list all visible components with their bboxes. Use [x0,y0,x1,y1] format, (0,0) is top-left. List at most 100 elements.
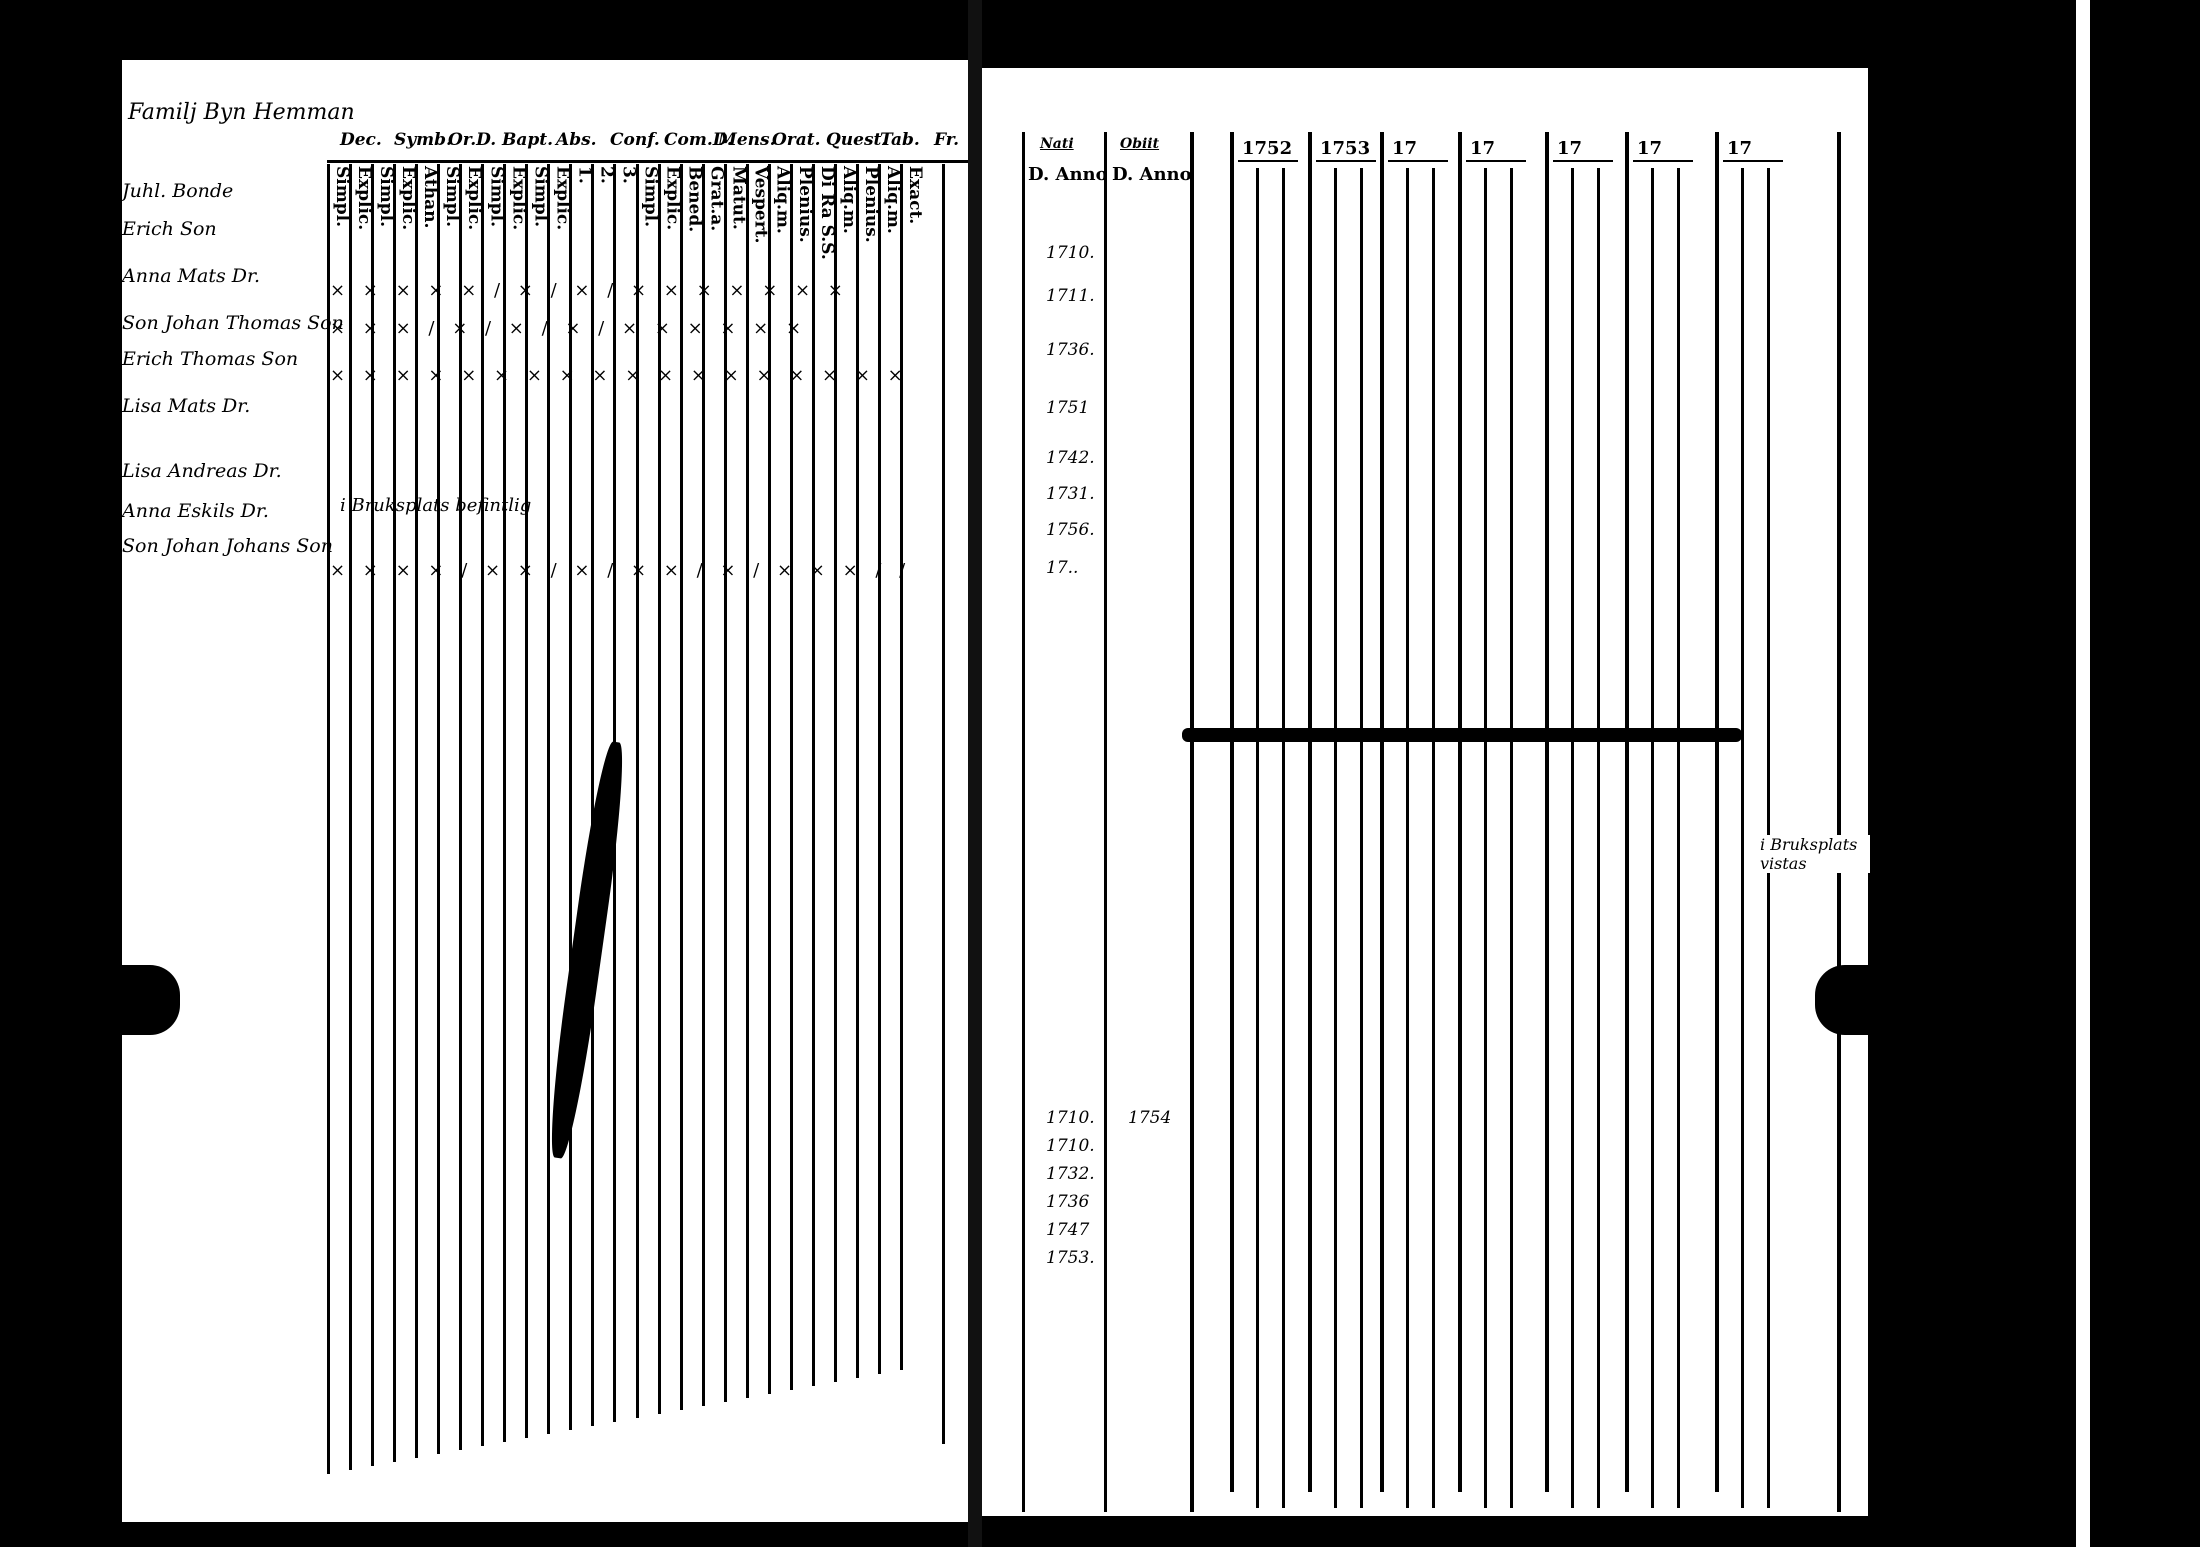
left-book-clip [90,965,180,1035]
anno-header-2: D. Anno [1112,164,1192,185]
group-header: Conf. [610,130,660,150]
sub-column-rule [1484,168,1487,1508]
column-rule [679,164,683,1410]
header-underline [1388,160,1448,162]
column-header: Plenius. [860,166,881,243]
header-underline [1466,160,1526,162]
column-rule [591,164,595,1426]
year-header: 17 [1637,138,1663,159]
group-header: Or.D. [448,130,497,150]
header-underline [1723,160,1783,162]
column-header: Explic. [464,166,485,231]
group-header: Symb. [394,130,452,150]
column-rule [855,164,859,1378]
sub-column-rule [1571,168,1574,1508]
column-rule [415,164,419,1458]
column-header: Simpl. [530,166,551,227]
group-header: Orat. [772,130,821,150]
year-header: 17 [1470,138,1496,159]
column-header: Explic. [398,166,419,231]
birth-year: 1732. [1046,1164,1095,1184]
column-header: Explic. [662,166,683,231]
obiit-rule [1104,132,1107,1512]
column-header: Simpl. [442,166,463,227]
group-header: Bapt. [502,130,554,150]
year-header: 17 [1727,138,1753,159]
column-header: Aliq.m. [772,166,793,234]
header-underline [1316,160,1376,162]
column-rule [459,164,463,1450]
group-header: Abs. [556,130,597,150]
header-underline [1633,160,1693,162]
column-header: Athan. [420,166,441,229]
sub-column-rule [1360,168,1363,1508]
name-entry: Lisa Mats Dr. [122,395,251,417]
birth-year: 1756. [1046,520,1095,540]
sub-column-rule [1677,168,1680,1508]
column-rule [349,164,353,1470]
obiit-rule-right [1190,132,1194,1512]
column-header: Bened. [684,166,705,233]
row-marks: × × × × / × × / × / × × / × / × × × / / [330,560,912,581]
column-rule [877,164,881,1374]
column-rule [701,164,705,1406]
name-entry: Lisa Andreas Dr. [122,460,282,482]
header-underline [1238,160,1298,162]
group-header: Fr. [934,130,960,150]
sub-column-rule [1597,168,1600,1508]
year-header: 1752 [1242,138,1293,159]
column-header: Di Ra S.S. [816,166,837,260]
birth-year: 1710. [1046,1136,1095,1156]
column-rule [723,164,727,1402]
name-entry: Juhl. Bonde [122,180,234,202]
sub-column-rule [1282,168,1285,1508]
obiit-header: Obiit [1120,136,1160,152]
year-column-rule [1308,132,1312,1492]
year-column-rule [1230,132,1234,1492]
header-rule [327,160,968,163]
birth-year: 1747 [1046,1220,1090,1240]
birth-year: 17.. [1046,558,1079,578]
year-column-rule [1545,132,1549,1492]
year-column-rule [1380,132,1384,1492]
column-rule [525,164,529,1438]
row-marks: × × × / × / × / × / × × × × × × [330,318,808,339]
group-header: Quest. [826,130,888,150]
page-title: Familj Byn Hemman [128,100,355,125]
column-header: 3. [618,166,639,184]
group-header: Com.D. [664,130,733,150]
year-header: 17 [1392,138,1418,159]
sub-column-rule [1651,168,1654,1508]
column-rule [657,164,661,1414]
column-header: Aliq.m. [882,166,903,234]
anno-header-1: D. Anno [1028,164,1108,185]
column-header: Simpl. [332,166,352,227]
column-rule [371,164,375,1466]
column-rule [437,164,441,1454]
column-rule [547,164,551,1434]
name-entry: Son Johan Johans Son [122,535,333,557]
column-rule [811,164,815,1386]
column-rule [613,164,617,1422]
column-header: Simpl. [376,166,397,227]
name-entry: Anna Mats Dr. [122,265,261,287]
sub-column-rule [1741,168,1744,1508]
column-rule [789,164,793,1390]
birth-year: 1731. [1046,484,1095,504]
birth-year: 1753. [1046,1248,1095,1268]
death-year: 1754 [1128,1108,1172,1128]
column-header: Explic. [354,166,375,231]
birth-year: 1736 [1046,1192,1090,1212]
column-rule [635,164,639,1418]
name-entry: Son Johan Thomas Son [122,312,344,334]
sub-column-rule [1432,168,1435,1508]
right-rule [1837,132,1841,1512]
column-rule [393,164,397,1462]
column-rule [481,164,485,1446]
column-header: 1. [574,166,595,184]
right-book-clip [1815,965,1905,1035]
column-header: Explic. [508,166,529,231]
birth-year: 1711. [1046,286,1095,306]
header-underline [1553,160,1613,162]
